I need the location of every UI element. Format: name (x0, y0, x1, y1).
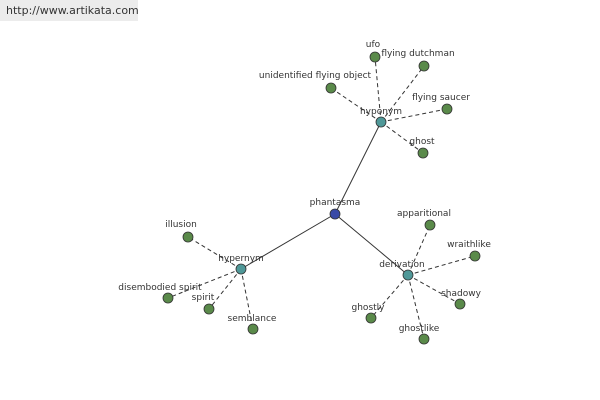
edge-hyponym-flying-dutchman (380, 65, 425, 123)
edge-derivation-wraithlike (407, 255, 476, 276)
edge-hypernym-semblance (240, 268, 254, 330)
term-label-ufo[interactable]: ufo (366, 40, 381, 50)
edge-root-hypernym (240, 213, 336, 270)
edge-hyponym-flying-saucer (380, 108, 448, 123)
term-node-illusion[interactable] (182, 231, 194, 243)
term-label-apparitional[interactable]: apparitional (397, 209, 451, 219)
term-label-illusion[interactable]: illusion (165, 220, 197, 230)
edge-hypernym-spirit (208, 268, 242, 310)
term-node-disembodied-spirit[interactable] (162, 292, 174, 304)
relation-label-derivation[interactable]: derivation (379, 260, 425, 270)
term-label-semblance[interactable]: semblance (228, 314, 277, 324)
term-label-ghost[interactable]: ghost (409, 137, 435, 147)
source-url-banner[interactable]: http://www.artikata.com (0, 0, 139, 21)
term-node-ghostly[interactable] (365, 312, 377, 324)
root-label[interactable]: phantasma (310, 198, 361, 208)
term-node-semblance[interactable] (247, 323, 259, 335)
relation-node-hypernym[interactable] (235, 263, 247, 275)
term-label-wraithlike[interactable]: wraithlike (447, 240, 491, 250)
term-label-ghostlike[interactable]: ghostlike (399, 324, 440, 334)
term-label-unidentified-flying-object[interactable]: unidentified flying object (259, 71, 372, 81)
term-label-spirit[interactable]: spirit (192, 293, 215, 303)
term-label-ghostly[interactable]: ghostly (352, 303, 386, 313)
term-node-shadowy[interactable] (454, 298, 466, 310)
root-node[interactable] (329, 208, 341, 220)
edge-root-derivation (334, 213, 409, 276)
term-node-flying-dutchman[interactable] (418, 60, 430, 72)
edge-derivation-ghostlike (407, 274, 425, 340)
term-node-ghostlike[interactable] (418, 333, 430, 345)
relation-label-hyponym[interactable]: hyponym (360, 107, 402, 117)
term-node-unidentified-flying-object[interactable] (325, 82, 337, 94)
edge-derivation-apparitional (407, 224, 431, 276)
term-node-apparitional[interactable] (424, 219, 436, 231)
edge-root-hyponym (334, 121, 382, 215)
edge-hyponym-unidentified-flying-object (330, 87, 382, 123)
edge-hypernym-disembodied-spirit (167, 268, 242, 299)
term-label-disembodied-spirit[interactable]: disembodied spirit (118, 283, 202, 293)
edge-derivation-shadowy (407, 274, 461, 305)
relation-node-derivation[interactable] (402, 269, 414, 281)
term-node-spirit[interactable] (203, 303, 215, 315)
edge-derivation-ghostly (370, 274, 409, 319)
relation-label-hypernym[interactable]: hypernym (218, 254, 264, 264)
term-node-ghost[interactable] (417, 147, 429, 159)
term-label-flying-saucer[interactable]: flying saucer (412, 93, 470, 103)
edge-hyponym-ufo (374, 56, 382, 123)
term-label-shadowy[interactable]: shadowy (441, 289, 481, 299)
relation-node-hyponym[interactable] (375, 116, 387, 128)
edges-layer (167, 56, 476, 340)
edge-hyponym-ghost (380, 121, 424, 154)
edge-hypernym-illusion (187, 236, 242, 270)
term-label-flying-dutchman[interactable]: flying dutchman (381, 49, 454, 59)
term-node-flying-saucer[interactable] (441, 103, 453, 115)
term-node-ufo[interactable] (369, 51, 381, 63)
nodes-layer (162, 51, 481, 345)
term-node-wraithlike[interactable] (469, 250, 481, 262)
